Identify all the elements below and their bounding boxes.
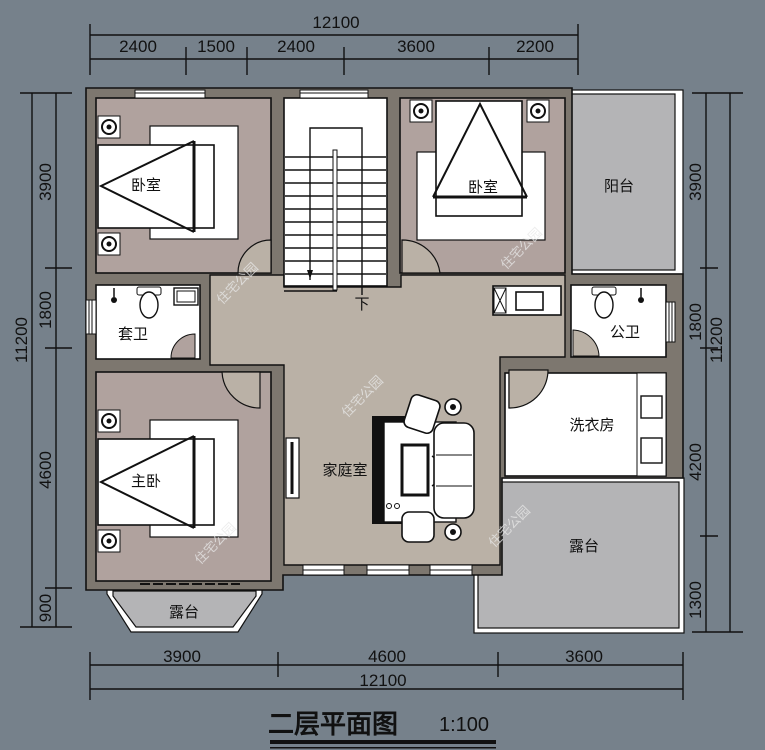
floor-lamp-icon [444,523,462,541]
label-bedroom-nw: 卧室 [131,176,161,194]
plan-title: 二层平面图 [268,710,398,740]
dim-top-3: 2400 [277,37,315,56]
nightstand-lamp-icon [409,99,433,123]
top-dimension-group [89,24,579,75]
dim-top-1: 2400 [119,37,157,56]
dim-left-3: 4600 [36,451,55,489]
dim-right-3: 4200 [686,443,705,481]
terrace-southwest [106,587,263,633]
plan-scale: 1:100 [439,714,489,736]
dim-right-4: 1300 [686,581,705,619]
nightstand-lamp-icon [97,232,121,256]
label-terrace-sw: 露台 [169,603,199,621]
bottom-dimension-group [89,652,684,700]
ensuite-bathroom [85,284,201,360]
public-bathroom [570,284,676,358]
dim-top-total: 12100 [312,13,359,32]
master-bedroom [95,371,272,585]
label-ensuite-bath: 套卫 [118,325,148,343]
floor-lamp-icon [444,398,462,416]
label-family-room: 家庭室 [322,461,367,479]
family-room-furniture [285,393,475,543]
door-swing-nw [237,239,272,274]
dim-top-4: 3600 [397,37,435,56]
nightstand-lamp-icon [526,99,550,123]
south-windows [302,564,473,576]
bedroom-northwest [95,89,272,274]
door-swing-ne [401,239,441,274]
dim-bottom-2: 4600 [368,647,406,666]
dim-bottom-total: 12100 [359,671,406,690]
dim-left-total: 11200 [12,317,31,363]
dim-left-2: 1800 [36,291,55,329]
dim-left-4: 900 [36,594,55,622]
dim-right-2: 1800 [686,303,705,341]
label-terrace-se: 露台 [569,537,599,555]
nightstand-lamp-icon [97,409,121,433]
label-laundry: 洗衣房 [569,416,614,434]
hall-vanity [492,285,562,316]
dim-bottom-3: 3600 [565,647,603,666]
dim-left-1: 3900 [36,163,55,201]
title-underline-thin [270,747,496,749]
dim-top-2: 1500 [197,37,235,56]
label-public-bath: 公卫 [610,323,640,341]
stairwell [283,89,388,295]
dim-right-total: 11200 [707,317,726,363]
bedroom-northeast [399,97,566,274]
nightstand-lamp-icon [97,529,121,553]
label-master-bedroom: 主卧 [131,472,161,490]
dim-top-5: 2200 [516,37,554,56]
stair-arrow-icon [307,270,313,279]
label-balcony: 阳台 [604,177,634,195]
right-dimension-group [692,92,743,633]
label-bedroom-ne: 卧室 [468,178,498,196]
dim-bottom-1: 3900 [163,647,201,666]
label-stair-down: 下 [354,295,369,313]
laundry-room [504,369,667,477]
balcony-east [564,89,684,275]
left-dimension-group [20,92,72,628]
nightstand-lamp-icon [97,115,121,139]
dim-right-1: 3900 [686,163,705,201]
terrace-southeast [473,477,685,634]
title-underline [270,740,496,744]
